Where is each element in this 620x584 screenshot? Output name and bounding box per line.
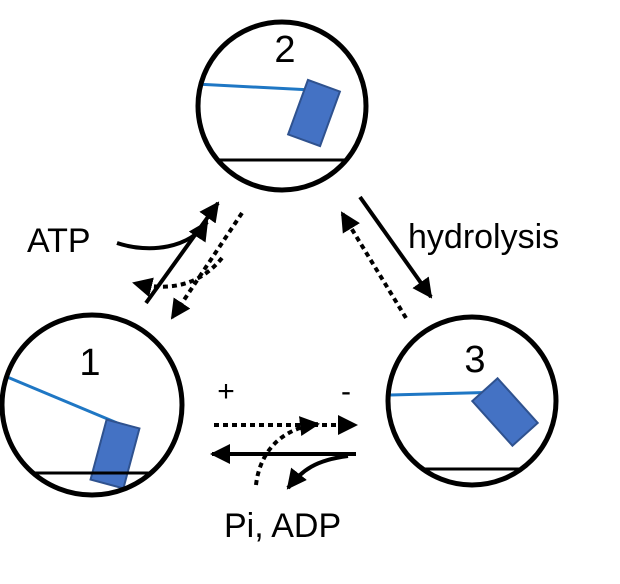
myosin-head (89, 418, 141, 490)
state-circle (195, 19, 369, 193)
atp-out-arrow (132, 256, 224, 298)
state-3: 3 (385, 314, 559, 488)
transition-1-3: + - Pi, ADP (210, 375, 358, 545)
state-number: 1 (79, 342, 100, 384)
hydrolysis-label: hydrolysis (408, 218, 559, 256)
state-1: 1 (0, 312, 185, 498)
state-number: 3 (464, 339, 485, 381)
products-in-arrow (254, 416, 320, 486)
state-circle (385, 314, 559, 488)
transition-2-3: hydrolysis (340, 195, 559, 320)
atp-in-arrow (116, 220, 209, 251)
actin-filament (2, 372, 123, 427)
myosin-head (470, 376, 540, 448)
atp-label: ATP (27, 222, 91, 260)
transition-1-2: ATP (27, 201, 244, 320)
myosin-head (286, 78, 342, 148)
products-out-arrow (286, 454, 349, 490)
state-circle (0, 312, 185, 498)
minus-sign: - (341, 375, 351, 408)
products-label: Pi, ADP (224, 507, 341, 545)
reverse-arrow-3-to-2 (340, 211, 408, 320)
state-2: 2 (195, 19, 369, 193)
plus-sign: + (217, 375, 235, 408)
forward-arrow-2-to-3 (358, 195, 433, 299)
reverse-arrow-2-to-1 (170, 211, 244, 320)
actin-filament (198, 82, 313, 92)
state-number: 2 (274, 29, 295, 71)
